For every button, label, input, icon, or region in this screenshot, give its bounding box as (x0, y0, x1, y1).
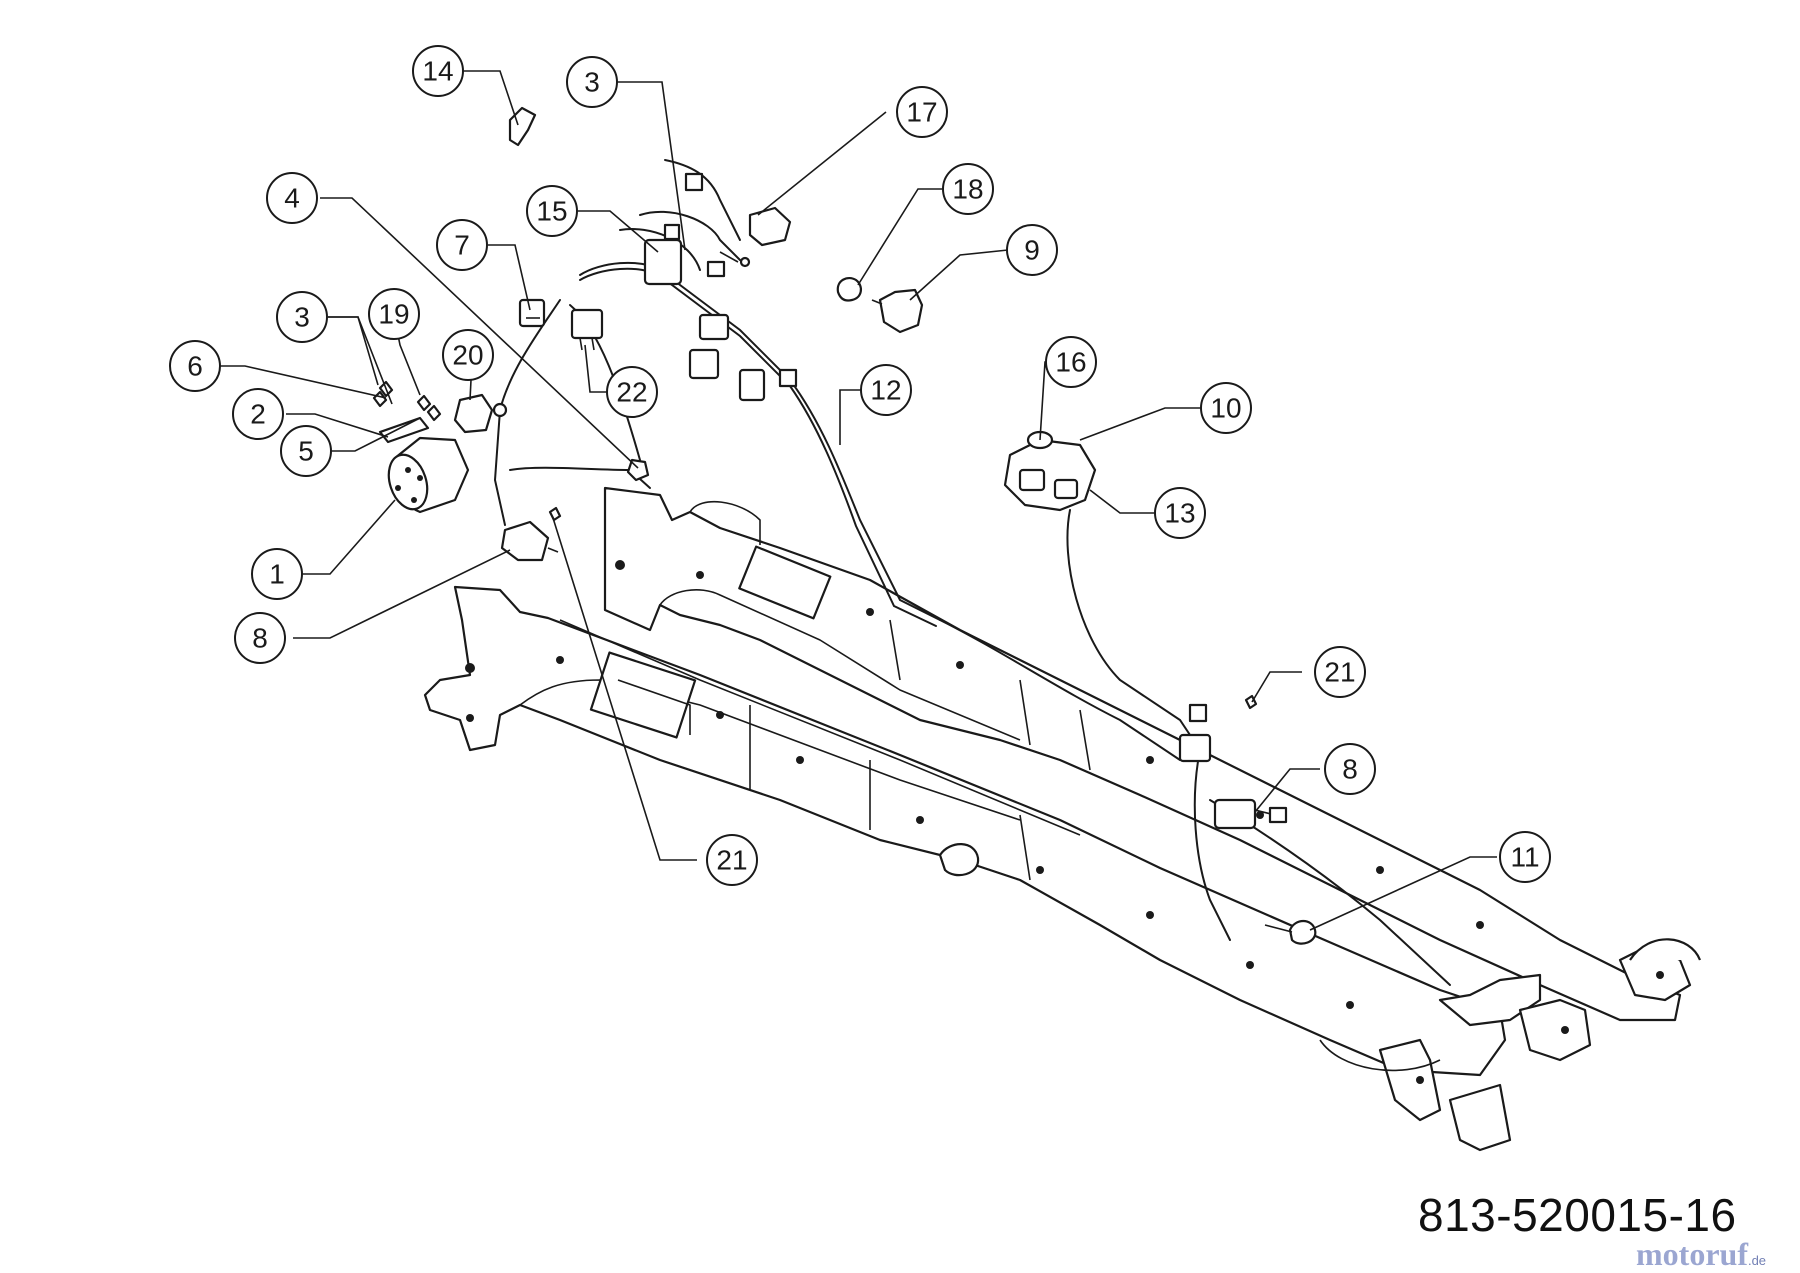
starter-motor-part-1 (387, 436, 470, 514)
svg-text:16: 16 (1055, 347, 1086, 378)
callout-13: 13 (1154, 487, 1206, 539)
callout-15: 15 (526, 185, 578, 237)
svg-text:6: 6 (187, 351, 203, 382)
callout-2: 2 (232, 388, 284, 440)
callout-3-top: 3 (566, 56, 618, 108)
connector-part-8-left (500, 520, 559, 562)
callouts: 14 3 17 4 15 18 9 7 (169, 45, 1551, 886)
svg-text:20: 20 (452, 340, 483, 371)
svg-text:1: 1 (269, 559, 285, 590)
callout-8-right: 8 (1324, 743, 1376, 795)
svg-text:7: 7 (454, 230, 470, 261)
svg-text:2: 2 (250, 399, 266, 430)
connector-part-17 (748, 206, 792, 247)
svg-text:10: 10 (1210, 393, 1241, 424)
watermark-name: motoruf (1636, 1236, 1748, 1272)
callout-5: 5 (280, 425, 332, 477)
callout-22: 22 (606, 366, 658, 418)
svg-text:3: 3 (294, 302, 310, 333)
svg-text:9: 9 (1024, 235, 1040, 266)
leader-lines (215, 70, 1497, 931)
svg-text:13: 13 (1164, 498, 1195, 529)
frame-lower-rail (423, 585, 1507, 1077)
callout-21-left: 21 (706, 834, 758, 886)
callout-6: 6 (169, 340, 221, 392)
callout-19: 19 (368, 288, 420, 340)
svg-text:5: 5 (298, 436, 314, 467)
callout-14: 14 (412, 45, 464, 97)
watermark-logo: motoruf.de (1636, 1236, 1766, 1273)
callout-11: 11 (1499, 831, 1551, 883)
svg-text:21: 21 (1324, 657, 1355, 688)
callout-12: 12 (860, 364, 912, 416)
svg-text:8: 8 (252, 623, 268, 654)
fastener-part-21-left (548, 506, 562, 522)
connector-rear-harness (1178, 703, 1212, 763)
callout-4: 4 (266, 172, 318, 224)
svg-text:22: 22 (616, 377, 647, 408)
callout-20: 20 (442, 329, 494, 381)
callout-7: 7 (436, 219, 488, 271)
svg-text:18: 18 (952, 174, 983, 205)
drawing-number: 813-520015-16 (1418, 1189, 1737, 1241)
svg-text:4: 4 (284, 183, 300, 214)
callout-3-left: 3 (276, 291, 328, 343)
svg-text:15: 15 (536, 196, 567, 227)
svg-text:3: 3 (584, 67, 600, 98)
callout-17: 17 (896, 86, 948, 138)
connector-part-8-right (1213, 798, 1288, 830)
svg-text:14: 14 (422, 56, 453, 87)
callout-18: 18 (942, 163, 994, 215)
switch-panel-part-16-10-13 (1003, 430, 1097, 512)
svg-text:21: 21 (716, 845, 747, 876)
callout-16: 16 (1045, 336, 1097, 388)
connector-block-center (688, 313, 798, 402)
frame-upper-rail (603, 486, 1682, 1022)
starter-solenoid-part-20 (453, 393, 508, 434)
bolt-part-4 (626, 458, 650, 482)
callout-9: 9 (1006, 224, 1058, 276)
watermark-tld: .de (1747, 1253, 1767, 1268)
callout-8-left: 8 (234, 612, 286, 664)
svg-text:12: 12 (870, 375, 901, 406)
sensor-part-11 (1264, 919, 1317, 945)
svg-text:8: 8 (1342, 754, 1358, 785)
connector-part-22 (570, 308, 604, 351)
svg-text:11: 11 (1510, 842, 1539, 873)
key-part-18 (836, 276, 862, 302)
callout-21-right: 21 (1314, 646, 1366, 698)
svg-text:17: 17 (906, 97, 937, 128)
rear-crossmember (1319, 938, 1702, 1152)
switch-part-7 (518, 298, 546, 328)
small-fasteners-3-6-19 (372, 380, 442, 422)
callout-10: 10 (1200, 382, 1252, 434)
bracket-part-2 (378, 416, 430, 444)
svg-text:19: 19 (378, 299, 409, 330)
callout-1: 1 (251, 548, 303, 600)
relay-part-9 (871, 288, 924, 334)
harness-connector-cluster-top (643, 172, 751, 286)
